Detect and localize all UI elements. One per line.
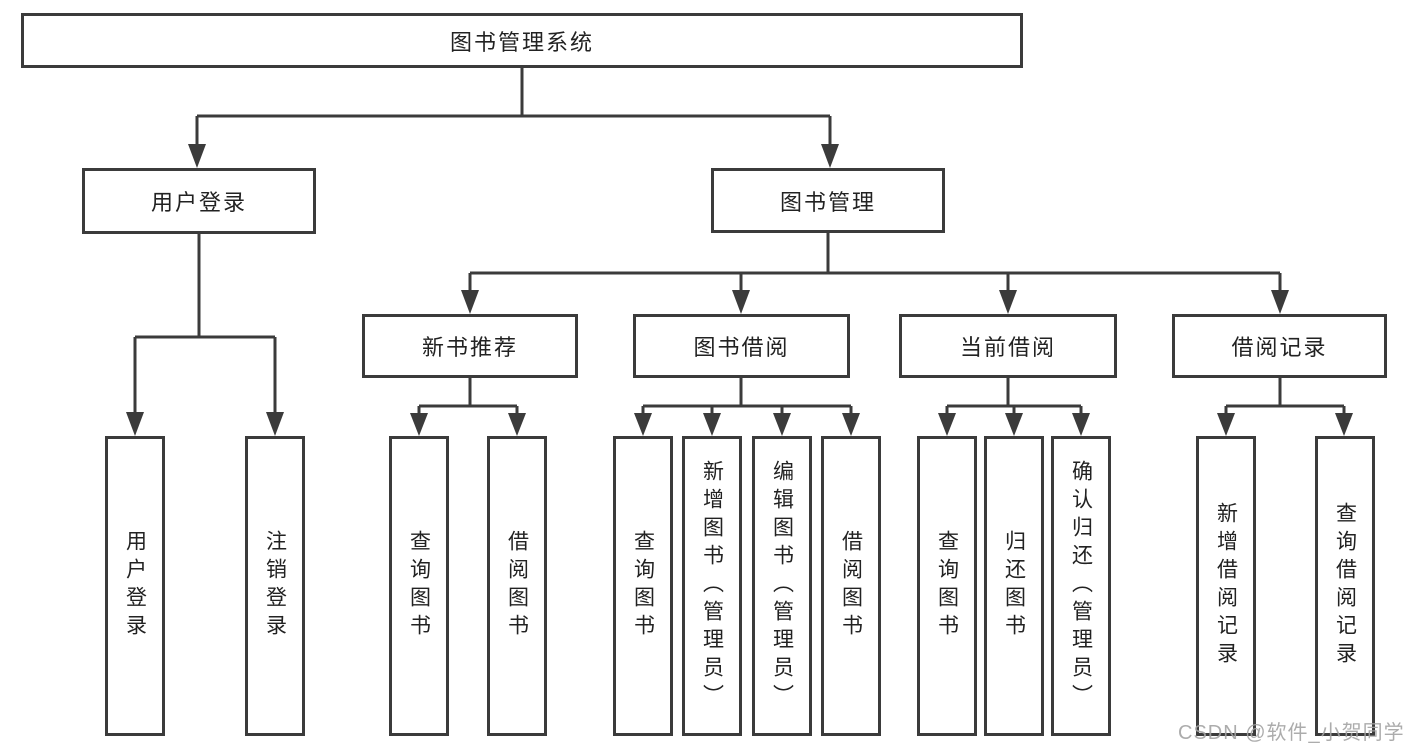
arrowheads	[126, 144, 1353, 436]
node-borrow-records: 借阅记录	[1172, 314, 1387, 378]
node-user-login: 用户登录	[82, 168, 316, 234]
node-logout-leaf: 注销登录	[245, 436, 305, 736]
node-borrow-books-1-label: 借阅图书	[505, 530, 529, 642]
node-add-books-admin: 新增图书（管理员）	[682, 436, 742, 736]
node-user-login-leaf-label: 用户登录	[123, 530, 147, 642]
node-borrow-records-label: 借阅记录	[1231, 335, 1328, 360]
node-current-borrow-label: 当前借阅	[959, 335, 1056, 360]
node-new-book-rec: 新书推荐	[362, 314, 578, 378]
node-borrow-books-1: 借阅图书	[487, 436, 547, 736]
node-root: 图书管理系统	[21, 13, 1023, 68]
node-edit-books-admin: 编辑图书（管理员）	[752, 436, 812, 736]
node-borrow-books-2-label: 借阅图书	[839, 530, 863, 642]
node-query-books-1: 查询图书	[389, 436, 449, 736]
node-root-label: 图书管理系统	[449, 29, 594, 55]
node-confirm-return-admin: 确认归还（管理员）	[1051, 436, 1111, 736]
node-book-mgmt-label: 图书管理	[779, 189, 876, 215]
node-query-books-1-label: 查询图书	[407, 530, 431, 642]
node-book-borrow: 图书借阅	[633, 314, 850, 378]
node-query-borrow-record: 查询借阅记录	[1315, 436, 1375, 736]
node-edit-books-admin-label: 编辑图书（管理员）	[770, 460, 794, 712]
node-query-borrow-record-label: 查询借阅记录	[1333, 502, 1357, 670]
node-query-books-2: 查询图书	[613, 436, 673, 736]
node-book-mgmt: 图书管理	[711, 168, 945, 233]
node-confirm-return-admin-label: 确认归还（管理员）	[1069, 460, 1093, 712]
node-current-borrow: 当前借阅	[899, 314, 1117, 378]
node-query-books-3: 查询图书	[917, 436, 977, 736]
node-add-books-admin-label: 新增图书（管理员）	[700, 460, 724, 712]
node-return-books-label: 归还图书	[1002, 530, 1026, 642]
node-query-books-2-label: 查询图书	[631, 530, 655, 642]
node-logout-leaf-label: 注销登录	[263, 530, 287, 642]
node-borrow-books-2: 借阅图书	[821, 436, 881, 736]
node-new-book-rec-label: 新书推荐	[421, 335, 518, 360]
node-user-login-leaf: 用户登录	[105, 436, 165, 736]
node-return-books: 归还图书	[984, 436, 1044, 736]
node-user-login-label: 用户登录	[150, 190, 247, 215]
node-query-books-3-label: 查询图书	[935, 530, 959, 642]
node-book-borrow-label: 图书借阅	[693, 335, 790, 360]
csdn-watermark: CSDN @软件_小贺同学	[1178, 722, 1405, 744]
node-add-borrow-record-label: 新增借阅记录	[1214, 502, 1238, 670]
node-add-borrow-record: 新增借阅记录	[1196, 436, 1256, 736]
